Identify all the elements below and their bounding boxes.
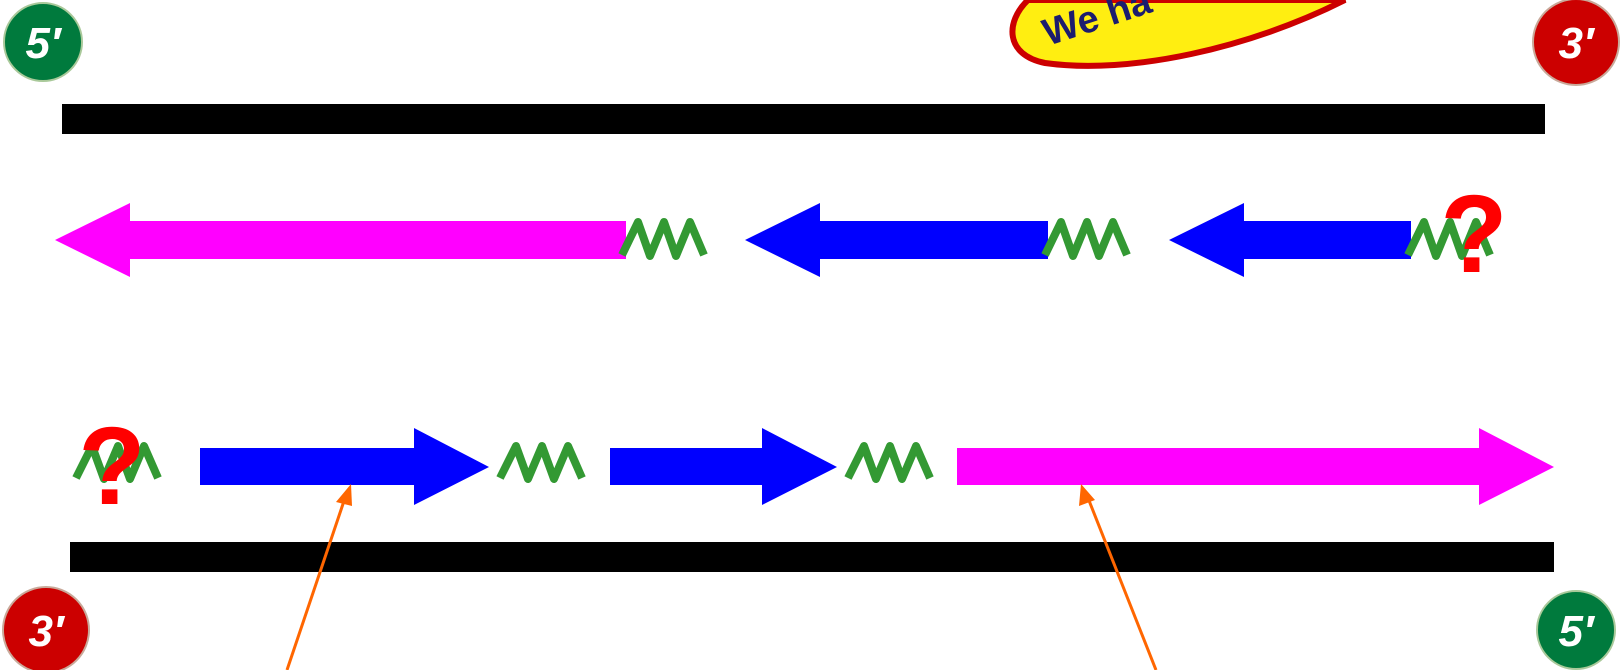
five-prime-end-top-left: 5′: [3, 2, 83, 82]
question-mark: ?: [1440, 173, 1507, 296]
okazaki-fragment-top-1: [745, 203, 1048, 277]
primer-squiggle: [1041, 218, 1131, 260]
primer-squiggle: [496, 442, 586, 483]
primer-squiggle: [618, 218, 708, 260]
primer-squiggle: [72, 442, 162, 483]
pointer-arrow: [285, 484, 352, 670]
five-prime-label: 5′: [25, 19, 62, 68]
callout-bubble: We ha: [1009, 0, 1347, 69]
five-prime-end-bottom-right: 5′: [1536, 590, 1616, 670]
question-mark: ?: [78, 405, 145, 528]
okazaki-fragment-bottom-2: [610, 428, 837, 505]
three-prime-end-top-right: 3′: [1532, 0, 1620, 86]
three-prime-label: 3′: [1558, 19, 1595, 68]
five-prime-label: 5′: [1558, 607, 1595, 656]
new-dna-segment-bottom: [957, 428, 1554, 505]
okazaki-fragment-top-2: [1169, 203, 1411, 277]
primer-squiggle: [1404, 218, 1494, 260]
three-prime-label: 3′: [28, 607, 65, 656]
template-strand-top: [62, 104, 1545, 134]
pointer-arrow: [1079, 484, 1158, 670]
okazaki-fragment-bottom-1: [200, 428, 489, 505]
new-dna-segment-top: [55, 203, 626, 277]
template-strand-bottom: [70, 542, 1554, 572]
three-prime-end-bottom-left: 3′: [2, 586, 90, 670]
primer-squiggle: [844, 442, 934, 483]
